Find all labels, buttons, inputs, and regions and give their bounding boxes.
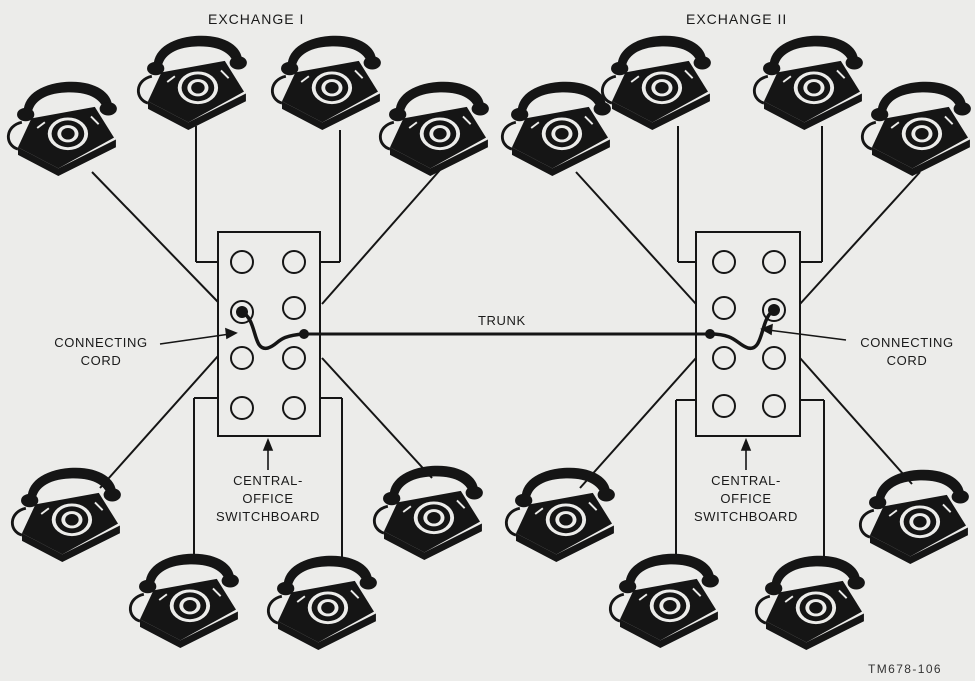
switchboard-label-1-line3: SWITCHBOARD	[215, 509, 321, 524]
connecting-cord-label-1-line1: CONNECTING	[54, 335, 148, 350]
switchboard-label-1: CENTRAL- OFFICE SWITCHBOARD	[208, 472, 328, 526]
jack-icon	[712, 346, 736, 370]
jack-icon	[762, 394, 786, 418]
connecting-cord-label-1: CONNECTING CORD	[46, 334, 156, 370]
switchboard-label-2: CENTRAL- OFFICE SWITCHBOARD	[686, 472, 806, 526]
jack-icon	[762, 346, 786, 370]
telephone-icon	[6, 80, 119, 178]
jack-icon	[230, 300, 254, 324]
connecting-cord-label-2: CONNECTING CORD	[848, 334, 966, 370]
jack-icon	[712, 394, 736, 418]
telephone-icon	[10, 466, 123, 564]
jack-icon	[230, 396, 254, 420]
jack-icon	[230, 346, 254, 370]
jack-icon	[282, 346, 306, 370]
telephone-icon	[378, 80, 491, 178]
jack-icon	[712, 250, 736, 274]
telephone-icon	[266, 554, 379, 652]
telephone-icon	[136, 34, 249, 132]
telephone-icon	[372, 464, 485, 562]
figure-id: TM678-106	[868, 662, 942, 676]
telephone-icon	[504, 466, 617, 564]
jack-icon	[282, 396, 306, 420]
switchboard-label-2-line3: SWITCHBOARD	[693, 509, 799, 524]
switchboard-label-1-line1: CENTRAL-	[233, 473, 303, 488]
jack-icon	[282, 250, 306, 274]
jack-icon	[230, 250, 254, 274]
jack-icon	[712, 296, 736, 320]
annotation-arrows	[159, 323, 847, 470]
trunk-label: TRUNK	[478, 313, 526, 328]
exchange-1-title: EXCHANGE I	[208, 11, 305, 27]
jack-icon	[282, 296, 306, 320]
telephone-icon	[858, 468, 971, 566]
exchange-1-wires	[91, 126, 441, 560]
jack-icon	[762, 298, 786, 322]
connecting-cord-label-1-line2: CORD	[80, 353, 122, 368]
telephone-icon	[754, 554, 867, 652]
switchboard-label-2-line1: CENTRAL-	[711, 473, 781, 488]
telephone-icon	[860, 80, 973, 178]
telephone-icon	[128, 552, 241, 650]
exchange-2-wires	[575, 126, 921, 560]
exchange-2-title: EXCHANGE II	[686, 11, 788, 27]
telephone-icon	[752, 34, 865, 132]
switchboard-label-2-line2: OFFICE	[720, 491, 772, 506]
connecting-cord-label-2-line1: CONNECTING	[860, 335, 954, 350]
telephone-icon	[608, 552, 721, 650]
telephone-icon	[270, 34, 383, 132]
telephone-icon	[600, 34, 713, 132]
switchboard-label-1-line2: OFFICE	[242, 491, 294, 506]
jack-icon	[762, 250, 786, 274]
telephone-icon	[500, 80, 613, 178]
connecting-cord-label-2-line2: CORD	[886, 353, 928, 368]
switchboard-2	[695, 231, 801, 437]
